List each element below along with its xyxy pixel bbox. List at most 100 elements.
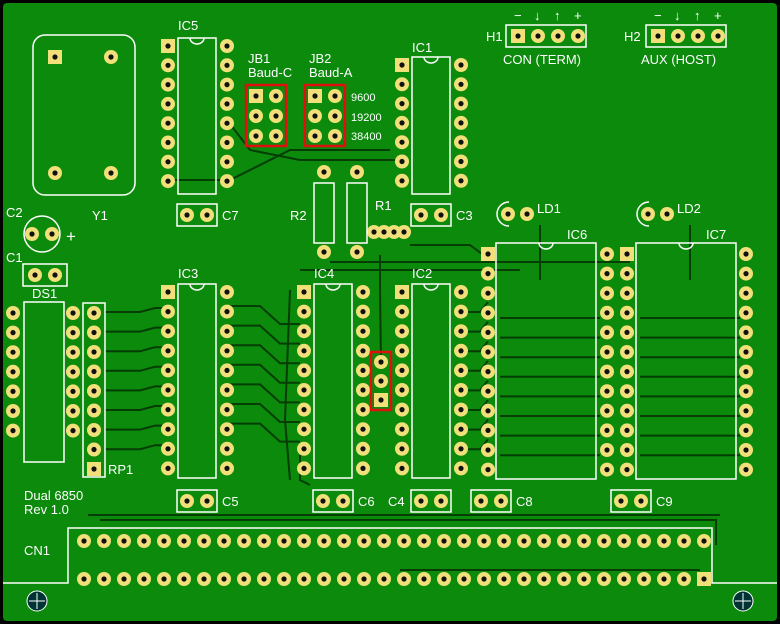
- ic6-pad: [600, 364, 614, 379]
- ds1-pad: [66, 423, 80, 438]
- ic7-pad: [739, 403, 753, 418]
- ic7-label: IC7: [706, 227, 726, 242]
- header-pin-symbol: −: [514, 8, 522, 23]
- r2-label: R2: [290, 208, 307, 223]
- cn1-pad: [397, 534, 411, 548]
- h1-pad: [511, 29, 525, 43]
- ic4-pad: [297, 441, 311, 456]
- ic4-pad: [356, 461, 370, 476]
- ic3-pad: [220, 324, 234, 339]
- ds1-pad: [6, 364, 20, 379]
- ld1-label: LD1: [537, 201, 561, 216]
- h2-desc: AUX (HOST): [641, 52, 716, 67]
- ic5-pad: [161, 135, 175, 150]
- cn1-pad: [477, 534, 491, 548]
- ic3-pad: [220, 461, 234, 476]
- ic6-pad: [600, 266, 614, 281]
- ic4-pad: [297, 363, 311, 378]
- c9-outline: [610, 489, 652, 513]
- c2-pad: [25, 227, 39, 241]
- ic4-pad: [356, 324, 370, 339]
- ic5-notch: [189, 37, 205, 45]
- ds1-pad: [6, 384, 20, 399]
- ic3-pad: [220, 363, 234, 378]
- ic5-pad: [220, 39, 234, 53]
- ic2-pad: [454, 343, 468, 358]
- ic2-outline: [411, 283, 451, 479]
- ds1-pad: [66, 325, 80, 340]
- cn1-pad: [557, 572, 571, 586]
- ic1-pad: [395, 115, 409, 130]
- cn1-pad: [277, 534, 291, 548]
- ld2-pad: [641, 207, 655, 221]
- ld2-outline: [636, 201, 650, 227]
- cn1-pad: [237, 534, 251, 548]
- ic7-pad: [739, 325, 753, 340]
- ic4-pad: [297, 383, 311, 397]
- ic4-pad: [297, 402, 311, 417]
- cn1-pad: [277, 572, 291, 586]
- jb1-pad: [269, 109, 283, 123]
- ic5-outline: [177, 37, 217, 195]
- ic6-pad: [600, 443, 614, 457]
- ic4-label: IC4: [314, 266, 334, 281]
- c3-outline: [410, 203, 452, 227]
- cn1-pad: [557, 534, 571, 548]
- h2-pin-symbols: −↓↑+: [654, 8, 722, 23]
- cn1-pad: [317, 534, 331, 548]
- ic3-pad: [161, 343, 175, 358]
- ic1-pad: [454, 77, 468, 92]
- cn1-pad: [297, 572, 311, 586]
- ic2-pad: [454, 441, 468, 456]
- ic4-notch: [325, 283, 341, 291]
- jb1-pad: [249, 109, 263, 123]
- ic3-pad: [161, 363, 175, 378]
- cn1-pad: [617, 572, 631, 586]
- ic1-pad: [454, 135, 468, 150]
- trace: [168, 149, 390, 181]
- ic4-pad: [356, 304, 370, 319]
- board-name: Dual 6850: [24, 488, 83, 503]
- baud-19200-label: 19200: [351, 112, 382, 124]
- h1-pin-symbols: −↓↑+: [514, 8, 582, 23]
- ic5-pad: [161, 174, 175, 189]
- cn1-pad: [657, 534, 671, 548]
- r1-label: R1: [375, 198, 392, 213]
- cn1-pad: [357, 572, 371, 586]
- ic1-notch: [423, 56, 439, 64]
- ic7-pad: [739, 286, 753, 301]
- jb2-pad: [308, 89, 322, 103]
- ic7-pad: [620, 384, 634, 399]
- header-pin-symbol: ↑: [554, 8, 561, 23]
- cn1-pad: [577, 572, 591, 586]
- ic2-pad: [395, 383, 409, 397]
- ds1-pad: [66, 364, 80, 379]
- capacitor-pad: [200, 208, 214, 222]
- ic7-pad: [739, 423, 753, 438]
- cn1-pad: [197, 534, 211, 548]
- ds1-pad: [6, 404, 20, 418]
- ic5-pad: [220, 58, 234, 73]
- ic1-pad: [454, 154, 468, 169]
- cn1-pad: [577, 534, 591, 548]
- ic6-pad: [481, 305, 495, 320]
- ic7-pad: [620, 443, 634, 457]
- ds1-pad: [6, 325, 20, 340]
- ic6-pad: [600, 462, 614, 477]
- c7-outline: [176, 203, 218, 227]
- ds1-pad: [6, 423, 20, 438]
- c4-outline: [410, 489, 452, 513]
- ic3-outline: [177, 283, 217, 479]
- cn1-pad: [77, 572, 91, 586]
- ic5-pad: [220, 116, 234, 131]
- trace: [105, 307, 168, 313]
- cn1-pad: [217, 534, 231, 548]
- r2-pad: [317, 165, 331, 179]
- cn1-pad: [337, 534, 351, 548]
- ic2-pad: [395, 285, 409, 299]
- ic3-pad: [161, 324, 175, 339]
- ic6-pad: [600, 423, 614, 438]
- trace: [283, 289, 291, 481]
- ld1-outline: [496, 201, 510, 227]
- cn1-pad: [517, 572, 531, 586]
